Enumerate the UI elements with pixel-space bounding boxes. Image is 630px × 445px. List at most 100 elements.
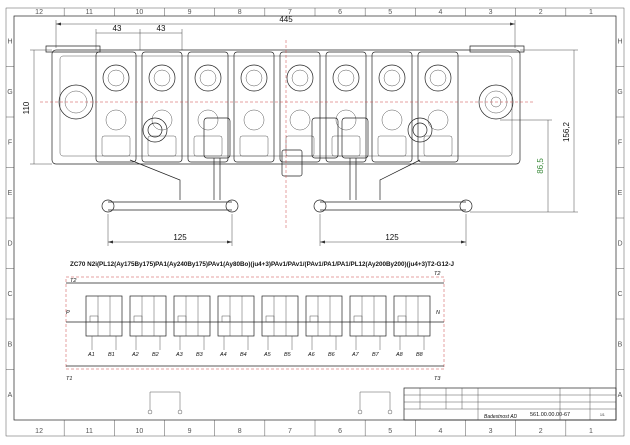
grid-row-label: B [8,341,13,348]
dim-height-left: 110 [22,101,31,114]
grid-col-label: 8 [238,9,242,16]
port-p: P [66,310,70,316]
port-label: A2 [131,352,139,358]
valve-section-plate [233,51,275,163]
port-label: A5 [263,352,272,358]
spool-section [305,295,343,337]
spool-section [173,295,211,337]
port-label: B2 [152,352,159,358]
port-label: A6 [307,352,316,358]
dim-height-right: 156,2 [562,121,571,142]
port-label: B6 [328,352,336,358]
valve-section-plate [325,51,367,163]
grid-col-label: 6 [338,428,342,435]
grid-row-label: B [618,341,623,348]
grid-col-label: 3 [489,428,493,435]
grid-row-label: E [8,190,13,197]
port-label: B3 [196,352,204,358]
grid-col-label: 11 [86,9,93,16]
drawing-number: 561.00.00.00-67 [530,412,570,418]
grid-col-label: 12 [35,428,43,435]
spool-section [393,295,431,337]
schematic-sections [85,295,431,350]
valve-section-plate [187,51,229,163]
grid-right: H G F E D C B A [616,38,624,399]
grid-col-label: 4 [438,9,442,16]
grid-row-label: D [617,240,622,247]
dim-lever-span-right: 125 [385,233,399,242]
grid-col-label: 4 [438,428,442,435]
valve-bank-view: 445 43 43 [22,15,578,246]
port-label: A8 [395,352,404,358]
valve-section-plate [95,51,137,163]
grid-col-label: 9 [188,9,192,16]
port-label: B4 [240,352,247,358]
valve-section-plate [417,51,459,163]
dim-lever-span-left: 125 [173,233,187,242]
section-markers [147,391,393,415]
spool-section [261,295,299,337]
grid-col-label: 8 [238,428,242,435]
port-t2-left: T2 [70,278,76,284]
grid-row-label: D [7,240,12,247]
dim-pitch-2: 43 [157,24,166,33]
spool-section [349,295,387,337]
grid-col-label: 6 [338,9,342,16]
model-code: ZC70 N2i(PL12(Ay175By175)PA1(Ay240By175)… [70,261,455,268]
grid-col-label: 9 [188,428,192,435]
grid-row-label: A [8,392,13,399]
valve-section-plate [371,51,413,163]
spool-section [85,295,123,337]
grid-col-label: 11 [86,428,93,435]
grid-col-label: 2 [539,9,543,16]
dim-height-inner: 86,5 [536,158,545,174]
port-label: B8 [416,352,424,358]
grid-col-label: 10 [136,428,144,435]
grid-col-label: 1 [589,9,593,16]
port-label: B5 [284,352,292,358]
valve-sections [95,51,459,163]
port-label: B1 [108,352,115,358]
grid-col-label: 7 [288,428,292,435]
valve-section-plate [141,51,183,163]
port-label: B7 [372,352,380,358]
port-label: A1 [87,352,95,358]
grid-bottom: 12 11 10 9 8 7 6 5 4 3 2 1 [35,420,593,436]
grid-row-label: H [617,38,622,45]
sheet-value: 1/1 [600,413,605,417]
dim-pitch-1: 43 [113,24,122,33]
grid-col-label: 1 [589,428,593,435]
valve-section-plate [279,51,321,163]
port-t2-right: T2 [434,271,440,277]
spool-section [129,295,167,337]
port-n: N [436,310,440,316]
grid-row-label: H [7,38,12,45]
grid-row-label: F [618,139,622,146]
grid-col-label: 10 [136,9,144,16]
grid-col-label: 3 [489,9,493,16]
grid-col-label: 2 [539,428,543,435]
dim-overall-width: 445 [279,15,293,24]
grid-row-label: G [7,89,12,96]
grid-left: H G F E D C B A [6,38,14,399]
sheet-border [5,7,625,437]
grid-row-label: F [8,139,12,146]
port-label: A3 [175,352,184,358]
spool-section [217,295,255,337]
port-label: A7 [351,352,360,358]
grid-row-label: A [618,392,623,399]
grid-col-label: 5 [388,9,392,16]
grid-col-label: 5 [388,428,392,435]
port-t3: T3 [434,376,441,382]
grid-row-label: C [617,291,622,298]
grid-row-label: C [7,291,12,298]
grid-row-label: G [617,89,622,96]
title-block: Badestnost AD 561.00.00.00-67 1/1 [403,387,617,421]
grid-row-label: E [618,190,623,197]
port-t1: T1 [66,376,72,382]
company-name: Badestnost AD [484,414,518,420]
drawing-frame [13,15,617,421]
